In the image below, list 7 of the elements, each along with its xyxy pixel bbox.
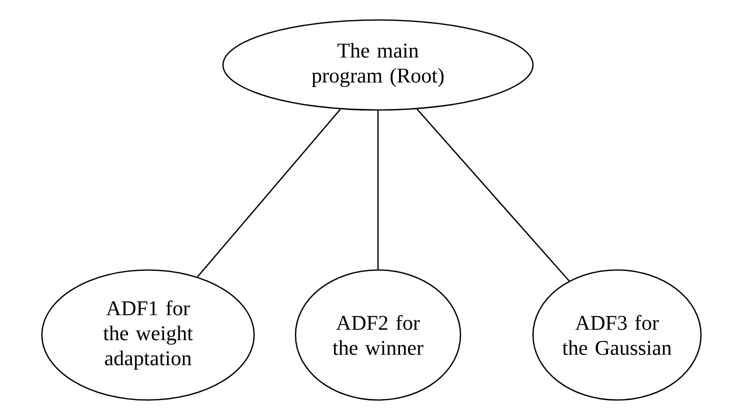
- ellipse-node: The main program (Root): [222, 19, 534, 111]
- connector-line: [416, 108, 570, 282]
- connector-line: [197, 108, 341, 278]
- ellipse-node: ADF3 for the Gaussian: [532, 269, 702, 401]
- ellipse-node: ADF1 for the weight adaptation: [41, 269, 255, 401]
- connector-line: [377, 110, 379, 270]
- ellipse-node: ADF2 for the winner: [294, 269, 462, 401]
